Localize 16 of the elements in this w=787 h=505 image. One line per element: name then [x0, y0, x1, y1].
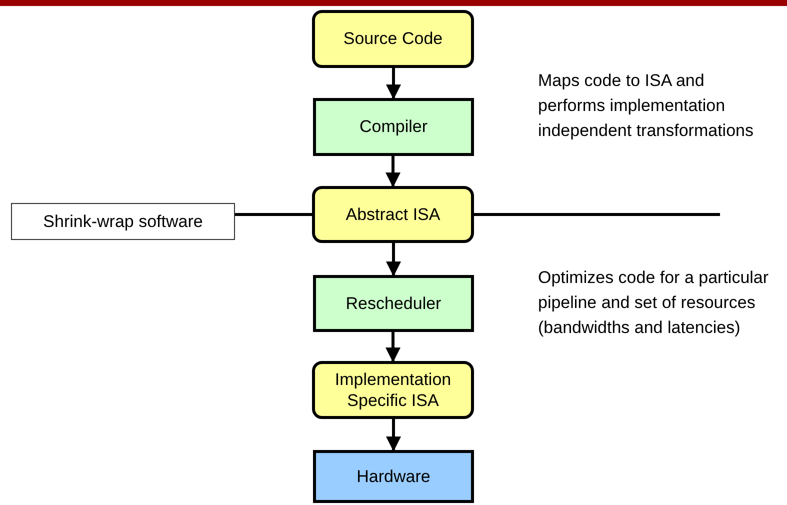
description-note: Maps code to ISA and performs implementation independent transformations — [538, 70, 754, 142]
description-note: Optimizes code for a particular pipeline and set of resources (bandwidths and latencies) — [538, 267, 770, 339]
arrow — [386, 419, 401, 452]
hardware-box: Hardware — [313, 450, 474, 503]
connector-line — [235, 213, 312, 216]
isa-box: Source Code — [312, 10, 474, 68]
arrow — [386, 156, 400, 188]
process-box: Compiler — [313, 98, 474, 156]
arrow — [386, 68, 401, 100]
connector-line — [474, 213, 720, 216]
arrow — [386, 332, 400, 362]
process-box: Rescheduler — [313, 275, 474, 332]
isa-box: Implementation Specific ISA — [312, 361, 474, 419]
software-box: Shrink-wrap software — [11, 203, 235, 240]
arrow — [386, 243, 401, 276]
isa-box: Abstract ISA — [312, 186, 474, 243]
